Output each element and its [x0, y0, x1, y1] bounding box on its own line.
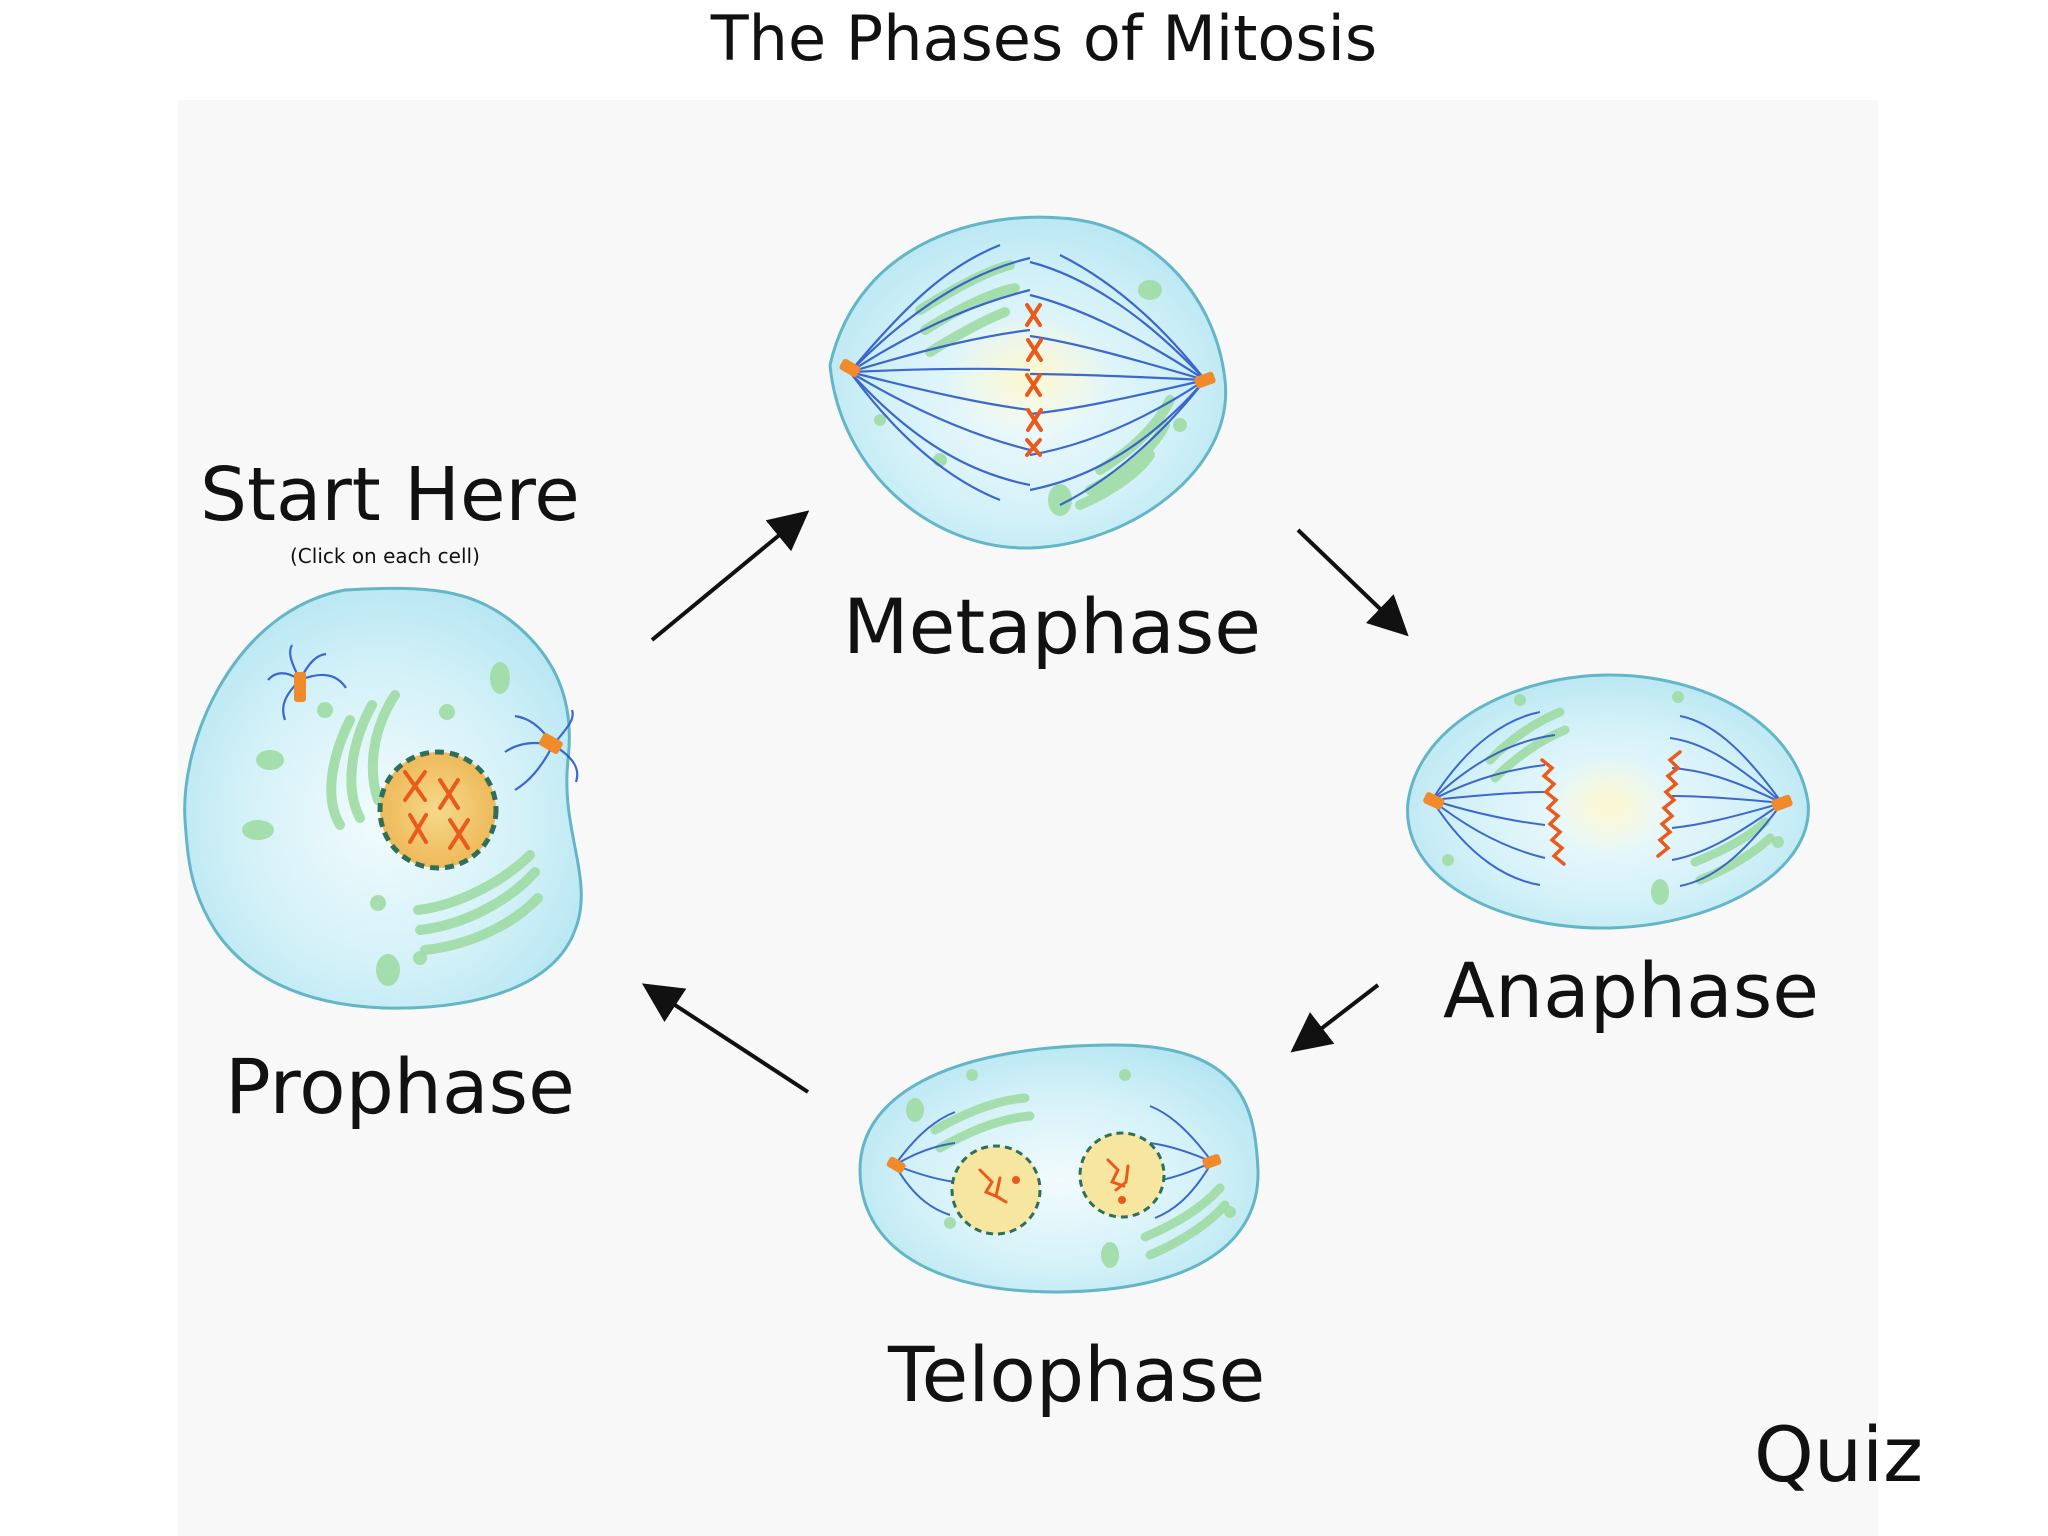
prophase-label: Prophase [225, 1042, 575, 1131]
quiz-link[interactable]: Quiz [1754, 1410, 1923, 1499]
arrow-telophase-to-prophase [641, 983, 810, 1094]
cycle-arrows [641, 510, 1409, 1094]
metaphase-cell[interactable] [828, 215, 1228, 550]
page-title: The Phases of Mitosis [710, 2, 1378, 75]
telophase-label: Telophase [888, 1330, 1266, 1419]
start-here-heading: Start Here [200, 452, 580, 538]
arrow-metaphase-to-anaphase [1296, 528, 1409, 637]
arrow-prophase-to-metaphase [650, 510, 810, 642]
telophase-cell[interactable] [858, 1043, 1260, 1294]
prophase-cell[interactable] [183, 586, 583, 1010]
arrow-anaphase-to-telophase [1290, 983, 1380, 1053]
anaphase-label: Anaphase [1443, 946, 1820, 1035]
anaphase-cell[interactable] [1406, 673, 1810, 930]
metaphase-label: Metaphase [843, 582, 1262, 671]
start-here-instruction: (Click on each cell) [290, 544, 480, 568]
